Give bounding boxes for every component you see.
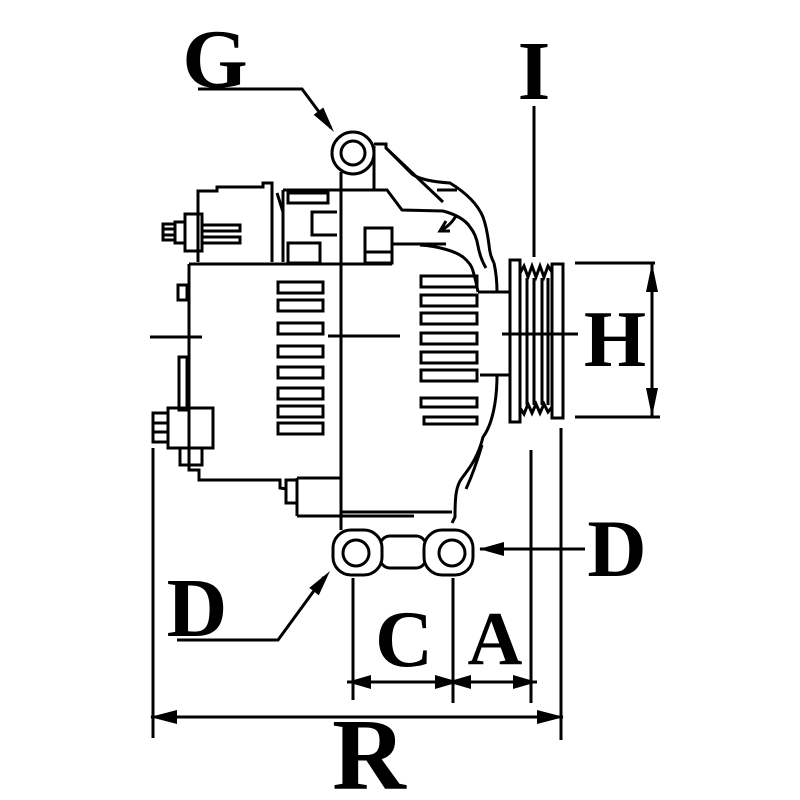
vent-slot bbox=[276, 386, 325, 401]
dimension-lines bbox=[150, 87, 660, 740]
lug-connector-bar bbox=[378, 534, 428, 570]
pulley-bottom-profile bbox=[518, 400, 554, 418]
vent-slot bbox=[419, 293, 479, 308]
pulley-grooves bbox=[525, 278, 550, 405]
c-arrowhead-left bbox=[347, 675, 371, 689]
ear-boss-divider bbox=[365, 242, 446, 254]
h-extension-lines bbox=[575, 261, 660, 419]
h-arrowhead-bottom bbox=[646, 388, 658, 417]
rear-vent-slots bbox=[276, 280, 325, 436]
regulator-block bbox=[286, 241, 322, 265]
bottom-protrusion-bolt bbox=[284, 478, 299, 505]
vent-slot bbox=[419, 311, 479, 326]
d-right-arrowhead bbox=[479, 542, 504, 556]
dimension-labels: G I H D D C A R bbox=[167, 13, 647, 800]
r-arrowhead-right bbox=[537, 710, 564, 724]
lug-left-hole bbox=[341, 538, 371, 568]
front-housing-edge bbox=[450, 262, 499, 524]
dimension-label-r: R bbox=[332, 699, 407, 800]
vent-slot bbox=[276, 404, 325, 419]
lug-right-hole bbox=[437, 538, 467, 568]
casting-hook bbox=[437, 215, 458, 233]
vent-slot bbox=[419, 331, 479, 346]
ear-boss-base bbox=[363, 226, 394, 265]
mid-connector-bolt bbox=[151, 411, 170, 444]
a-arrowhead-right bbox=[513, 675, 537, 689]
dimension-label-d-left: D bbox=[167, 562, 228, 655]
vent-slot bbox=[419, 274, 479, 289]
vent-slot bbox=[276, 298, 325, 313]
vent-slot bbox=[419, 350, 479, 365]
r-extension-lines bbox=[151, 428, 563, 740]
front-housing-inner-curve bbox=[464, 444, 484, 490]
d-left-arrowhead bbox=[309, 571, 330, 596]
regulator-clip bbox=[310, 210, 337, 237]
pulley-left-flange bbox=[508, 258, 522, 424]
vent-slot bbox=[419, 396, 479, 409]
mid-connector-tab bbox=[178, 446, 204, 467]
g-arrowhead bbox=[313, 107, 334, 132]
pulley-right-flange bbox=[550, 262, 565, 420]
dimension-label-h: H bbox=[584, 296, 646, 384]
dimension-label-i: I bbox=[518, 25, 551, 118]
mid-connector-bolt-lines bbox=[153, 421, 168, 434]
vent-slot bbox=[422, 415, 479, 426]
r-arrowhead-left bbox=[150, 710, 177, 724]
vent-slot bbox=[276, 421, 325, 436]
upper-connector-bolt bbox=[161, 222, 177, 242]
d-left-leader-line bbox=[177, 576, 326, 642]
upper-connector-pin1 bbox=[200, 223, 242, 233]
front-slope-outer bbox=[384, 146, 496, 264]
ear-boss-sides bbox=[372, 142, 445, 204]
vent-slot bbox=[276, 365, 325, 380]
h-arrowhead-top bbox=[646, 263, 658, 292]
mounting-ear-hole bbox=[339, 139, 367, 167]
mounting-ear-outer bbox=[330, 130, 376, 176]
dimension-label-a: A bbox=[468, 597, 523, 681]
left-strip bbox=[177, 355, 189, 412]
front-slope-mid bbox=[341, 188, 488, 269]
bottom-protrusion bbox=[295, 476, 452, 518]
dimension-label-c: C bbox=[375, 596, 433, 684]
alternator-body bbox=[151, 130, 510, 577]
upper-connector-pin2 bbox=[200, 235, 242, 245]
vent-slot bbox=[419, 368, 479, 383]
vent-slot bbox=[276, 321, 325, 336]
vent-slot bbox=[276, 280, 325, 295]
upper-left-block bbox=[196, 181, 285, 262]
pulley-top-profile bbox=[518, 261, 554, 282]
lug-left-lobe bbox=[331, 528, 384, 577]
pulley bbox=[508, 258, 565, 424]
vent-slot bbox=[276, 344, 325, 359]
upper-connector-bolt-lines bbox=[163, 227, 175, 237]
front-vent-slots bbox=[419, 274, 479, 426]
regulator-slot bbox=[286, 191, 330, 205]
dimension-label-g: G bbox=[182, 13, 247, 106]
dimension-label-d-right: D bbox=[587, 503, 646, 594]
left-tab bbox=[176, 283, 189, 302]
a-arrowhead-left bbox=[447, 675, 471, 689]
centerline-segments bbox=[150, 332, 578, 339]
front-slope-inner bbox=[419, 243, 480, 293]
